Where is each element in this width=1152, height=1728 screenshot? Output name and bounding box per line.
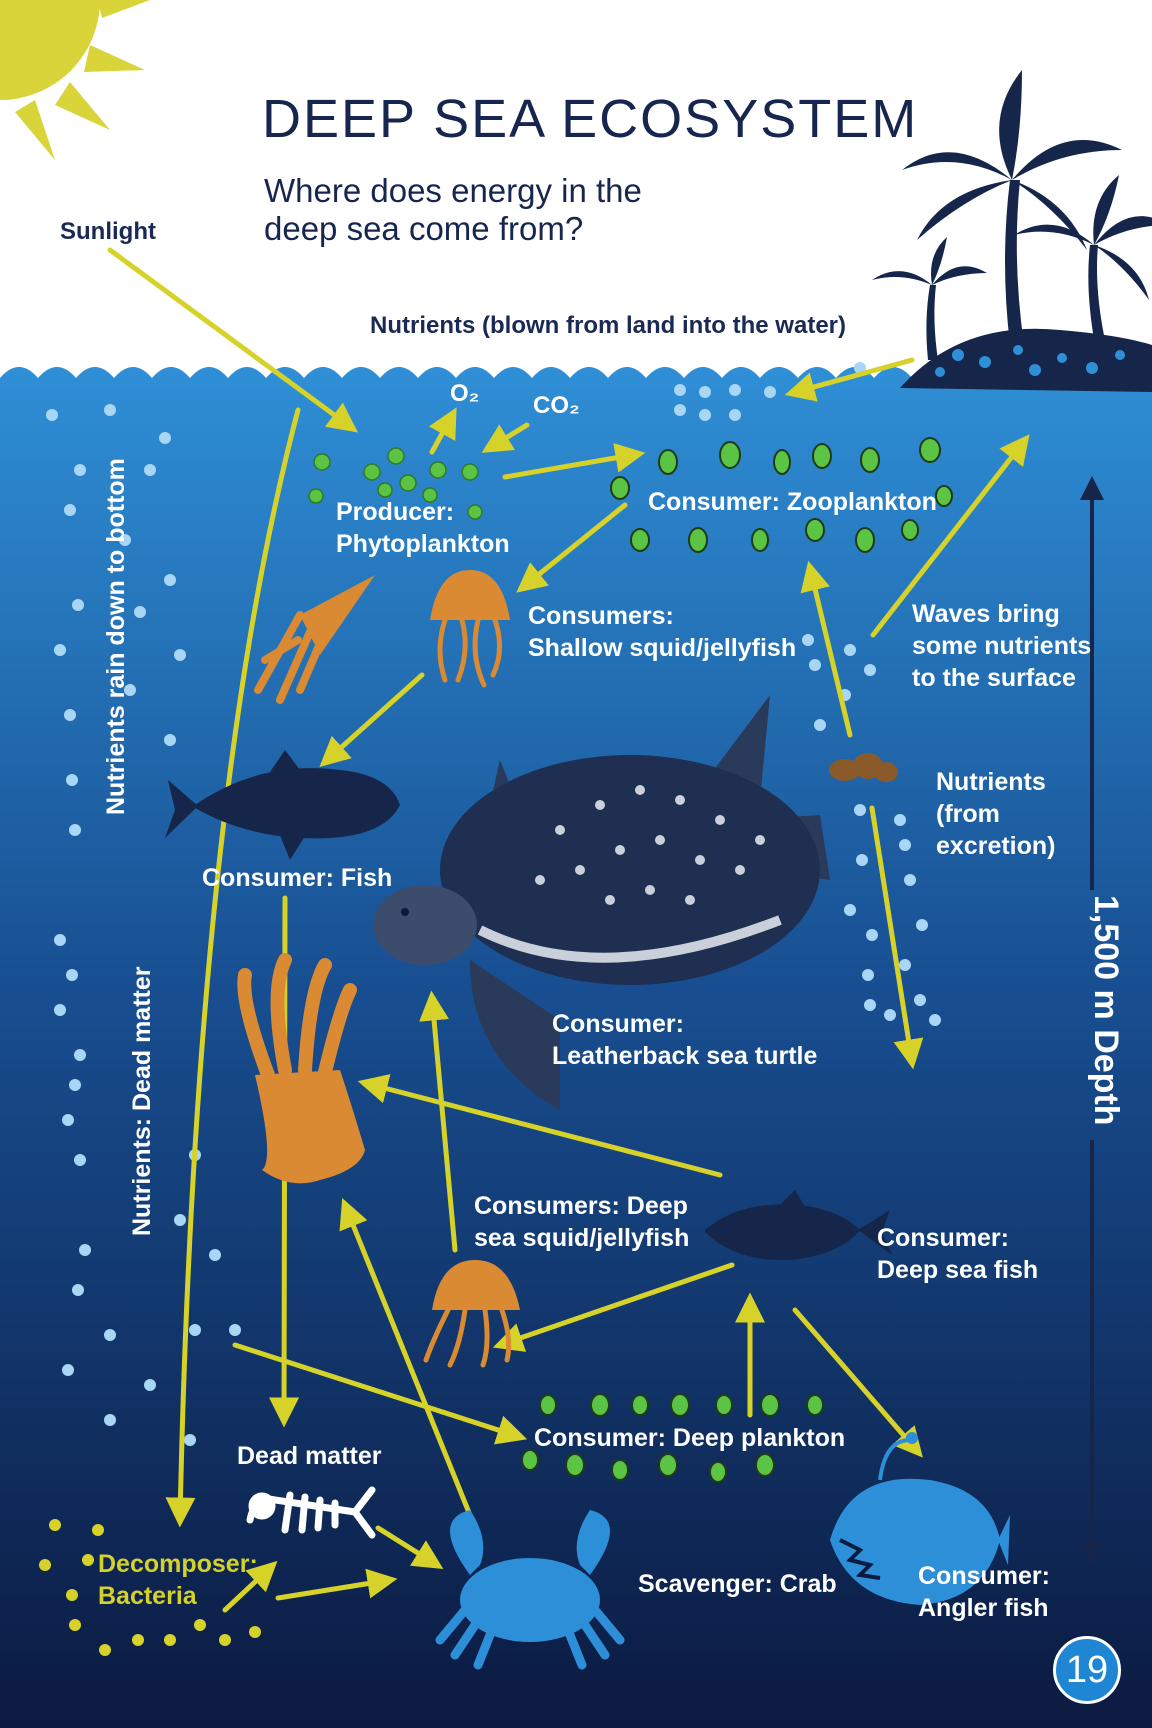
page-number: 19 [1053,1636,1121,1704]
page-subtitle: Where does energy in the deep sea come f… [264,172,704,248]
sun-icon [0,0,150,170]
label-dead-matter: Dead matter [237,1440,382,1472]
label-shallow-squid: Consumers: Shallow squid/jellyfish [528,600,796,664]
depth-label: 1,500 m Depth [1086,895,1125,1126]
label-dead-matter-vertical: Nutrients: Dead matter [128,967,157,1237]
label-nutrients-excretion: Nutrients (from excretion) [936,766,1055,862]
label-turtle: Consumer: Leatherback sea turtle [552,1008,817,1072]
page-title: DEEP SEA ECOSYSTEM [262,88,918,150]
label-deep-plankton: Consumer: Deep plankton [534,1422,845,1454]
label-o2: O₂ [450,378,479,410]
label-deep-fish: Consumer: Deep sea fish [877,1222,1038,1286]
label-decomposer: Decomposer: Bacteria [98,1548,258,1612]
label-co2: CO₂ [533,390,580,422]
label-rain-down: Nutrients rain down to bottom [102,458,131,815]
label-waves: Waves bring some nutrients to the surfac… [912,598,1091,694]
label-fish: Consumer: Fish [202,862,392,894]
label-angler: Consumer: Angler fish [918,1560,1050,1624]
label-deep-squid: Consumers: Deep sea squid/jellyfish [474,1190,689,1254]
label-sunlight: Sunlight [60,216,156,248]
label-producer: Producer: Phytoplankton [336,496,510,560]
label-crab: Scavenger: Crab [638,1568,837,1600]
label-nutrients-land: Nutrients (blown from land into the wate… [370,310,846,342]
label-zooplankton: Consumer: Zooplankton [648,486,937,518]
